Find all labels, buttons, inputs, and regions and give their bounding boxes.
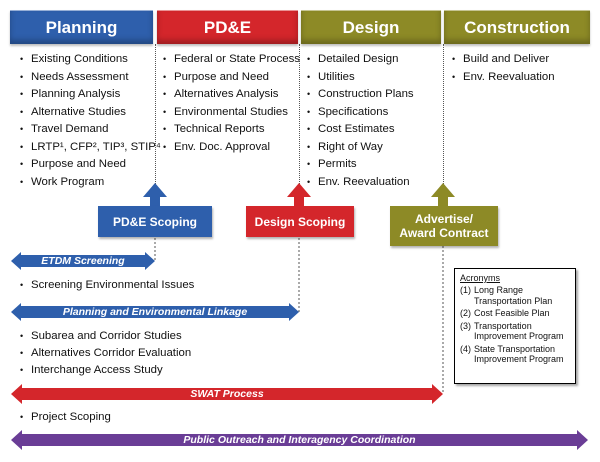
acronyms-box: Acronyms (1) Long Range Transportation P… [454,268,576,384]
list-item: Specifications [307,104,414,122]
list-item: Right of Way [307,139,414,157]
design-list: Detailed Design Utilities Construction P… [307,51,414,191]
swat-bar [11,384,443,404]
list-item: Env. Reevaluation [307,174,414,192]
list-item: Permits [307,156,414,174]
construction-header: Construction [444,10,590,44]
list-item: Existing Conditions [20,51,161,69]
planning-header: Planning [10,10,153,44]
public-outreach-bar-label: Public Outreach and Interagency Coordina… [183,434,416,446]
list-item: Purpose and Need [20,156,161,174]
etdm-item: Screening Environmental Issues [20,279,194,291]
construction-list: Build and Deliver Env. Reevaluation [452,51,555,86]
acronym-item: (2) Cost Feasible Plan [460,308,570,319]
advertise-line: Advertise/ [414,212,474,226]
acronyms-title: Acronyms [460,273,501,283]
design-scoping-box: Design Scoping [246,206,354,237]
list-item: Detailed Design [307,51,414,69]
list-item: Construction Plans [307,86,414,104]
column-divider [443,44,444,184]
acronym-text: Transportation Improvement Program [474,320,564,342]
pde-header: PD&E [157,10,298,44]
acronym-item: (1) Long Range Transportation Plan [460,285,570,306]
list-item: Alternative Studies [20,104,161,122]
list-item: Planning Analysis [20,86,161,104]
swat-item: Project Scoping [20,411,111,423]
list-item: Alternatives Analysis [163,86,300,104]
list-item: Needs Assessment [20,69,161,87]
list-item: Environmental Studies [163,104,300,122]
planning-list: Existing Conditions Needs Assessment Pla… [20,51,161,191]
list-item: Cost Estimates [307,121,414,139]
pel-item: Subarea and Corridor Studies [20,330,182,342]
award-contract-line: Award Contract [399,226,489,240]
acronym-text: Long Range Transportation Plan [474,285,553,306]
acronym-number: (1) [460,285,471,295]
pel-item: Interchange Access Study [20,364,163,376]
list-item: Purpose and Need [163,69,300,87]
pel-bar-label: Planning and Environmental Linkage [62,306,248,318]
public-outreach-bar [11,430,588,450]
pel-bar [11,303,299,321]
list-item: Travel Demand [20,121,161,139]
etdm-bar-label: ETDM Screening [41,255,125,267]
pel-item: Alternatives Corridor Evaluation [20,347,191,359]
list-item: Federal or State Process [163,51,300,69]
advertise-award-box: Advertise/ Award Contract [390,206,498,246]
pde-scoping-arrow [143,183,167,206]
list-item: Build and Deliver [452,51,555,69]
acronym-text: State Transportation Improvement Program [474,343,564,365]
pde-scoping-box: PD&E Scoping [98,206,212,237]
list-item: Work Program [20,174,161,192]
design-scoping-arrow [287,183,311,206]
acronym-text: Cost Feasible Plan [474,308,550,318]
acronym-number: (4) [460,343,471,354]
list-item: LRTP¹, CFP², TIP³, STIP⁴ [20,139,161,157]
list-item: Utilities [307,69,414,87]
acronym-number: (3) [460,320,471,331]
design-header: Design [301,10,441,44]
pde-list: Federal or State Process Purpose and Nee… [163,51,300,156]
list-item: Env. Doc. Approval [163,139,300,157]
etdm-bar [11,252,155,270]
list-item: Env. Reevaluation [452,69,555,87]
acronym-item: (4) State Transportation Improvement Pro… [460,344,570,365]
advertise-arrow [431,183,455,206]
swat-bar-label: SWAT Process [190,388,264,400]
acronym-item: (3) Transportation Improvement Program [460,321,570,342]
list-item: Technical Reports [163,121,300,139]
acronym-number: (2) [460,308,471,318]
